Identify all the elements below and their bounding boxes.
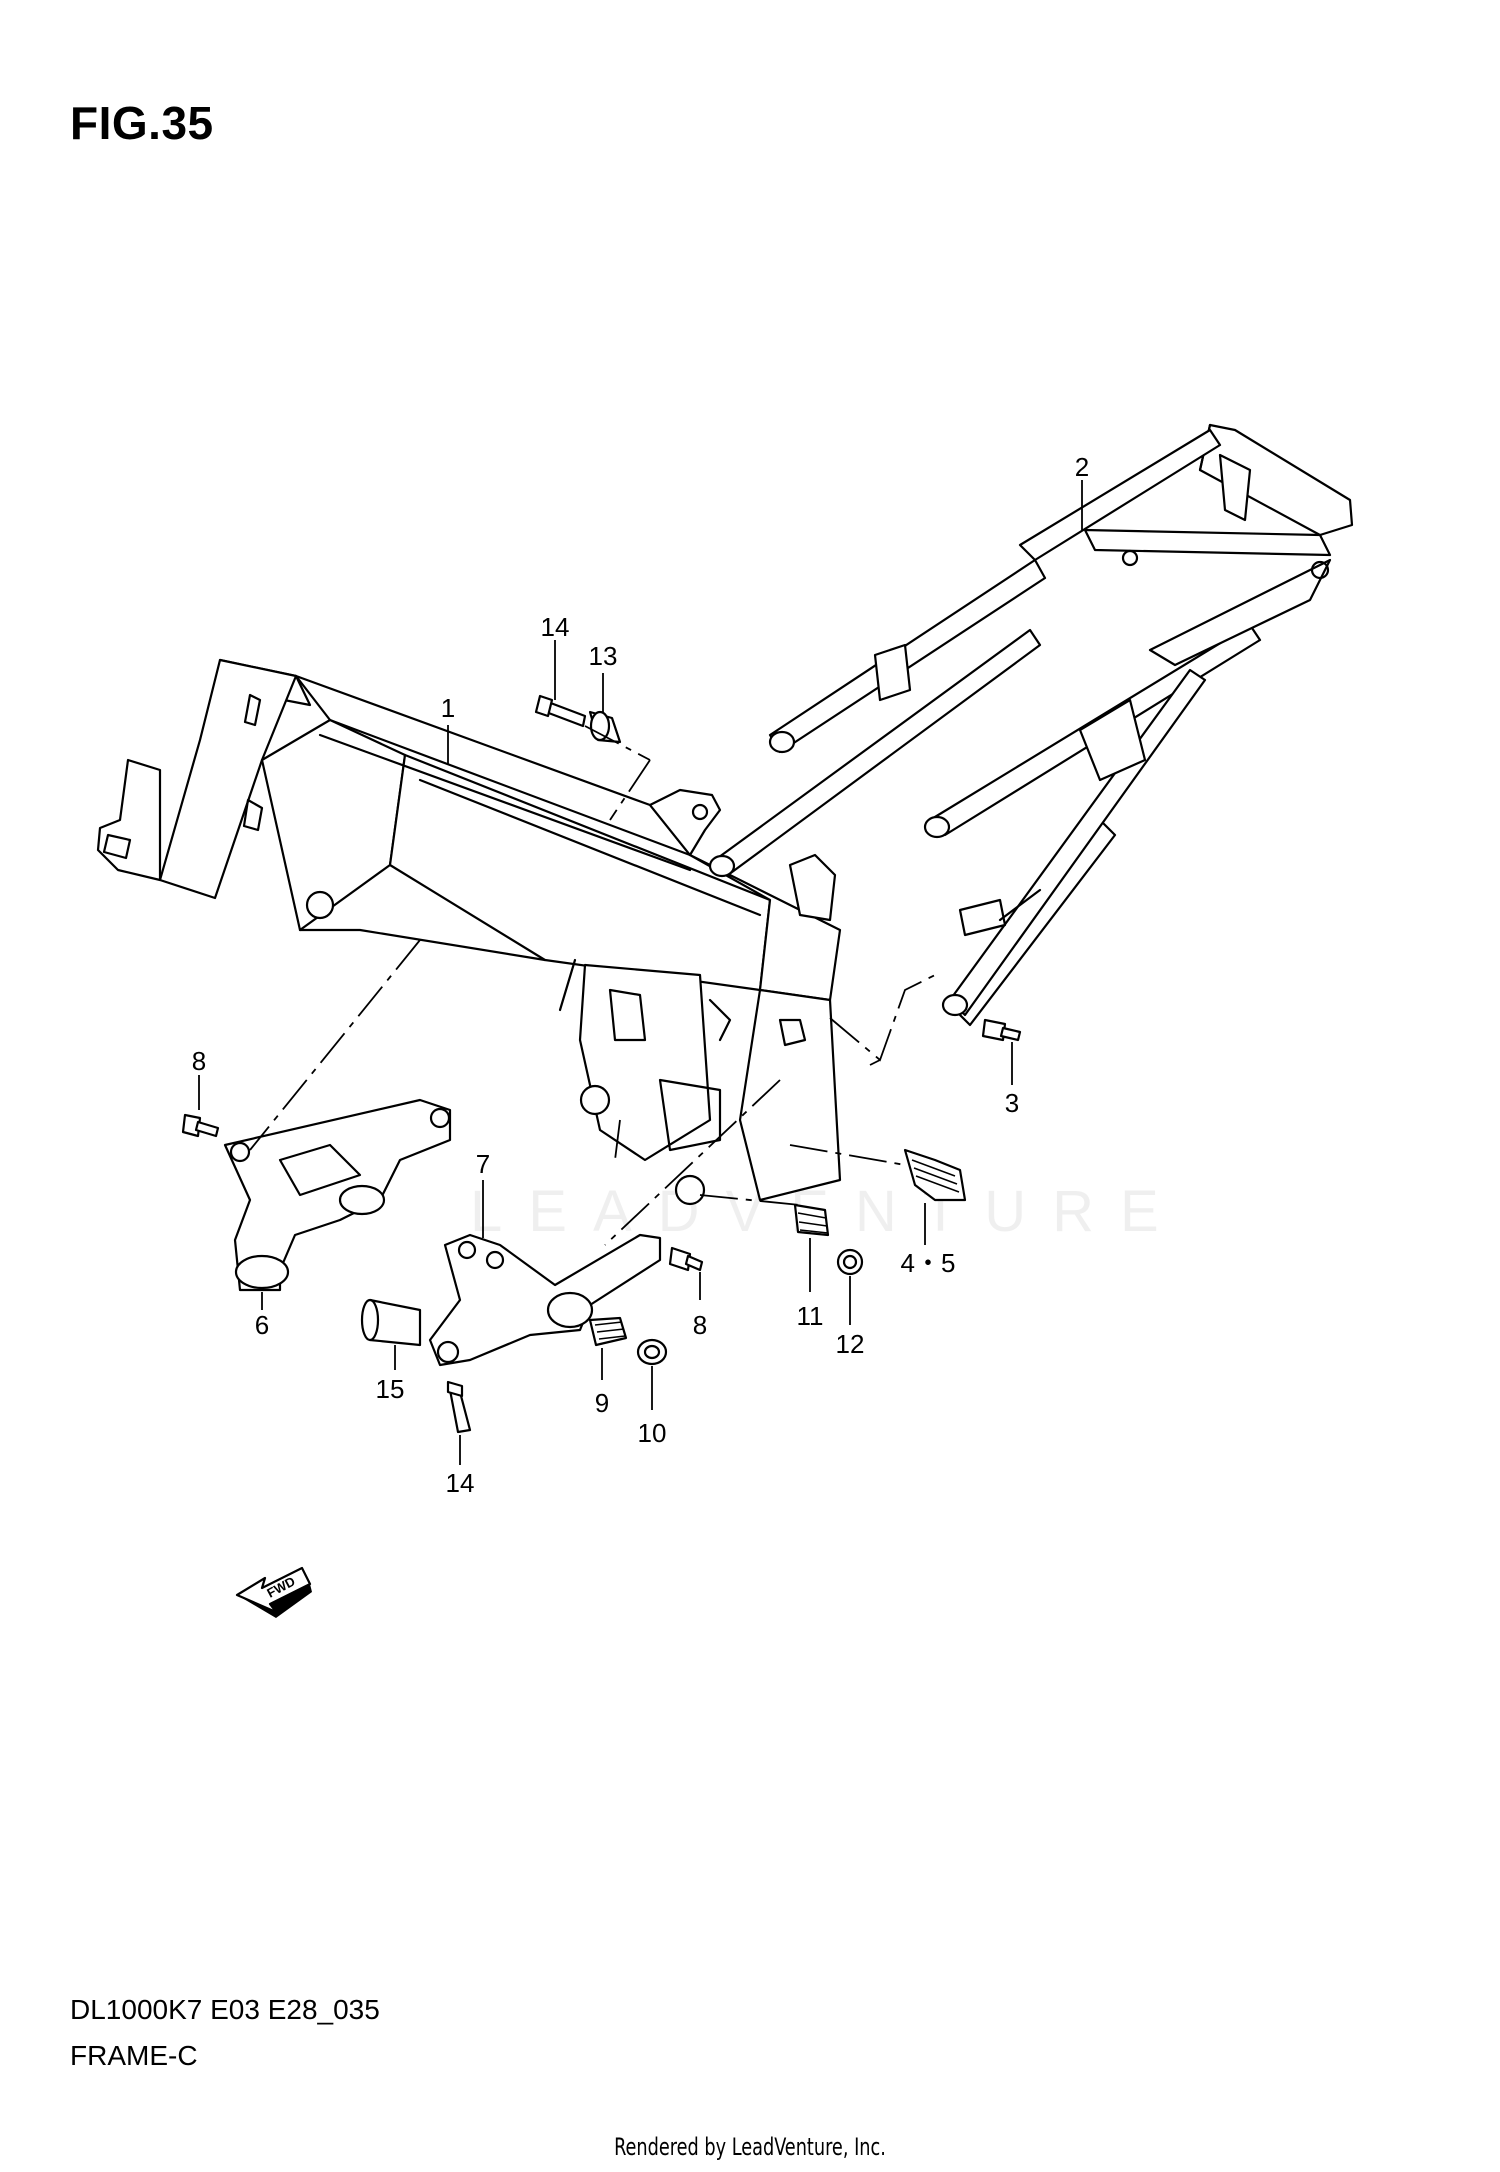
callout-14-lower: 14 [446, 1468, 475, 1498]
bolt-part-14-upper[interactable] [534, 694, 587, 728]
callout-3: 3 [1005, 1088, 1019, 1118]
bolt-part-8-right[interactable] [668, 1246, 704, 1272]
diagram-code: DL1000K7 E03 E28_035 [70, 1994, 380, 2025]
callout-9: 9 [595, 1388, 609, 1418]
clamp-part-12[interactable] [836, 1248, 864, 1276]
callout-6: 6 [255, 1310, 269, 1340]
callout-leaders [198, 480, 1083, 1465]
bolt-part-8-left[interactable] [181, 1113, 220, 1138]
callout-8-right: 8 [693, 1310, 707, 1340]
callout-2: 2 [1075, 452, 1089, 482]
main-frame-part-1[interactable] [96, 658, 842, 1206]
clamp-part-10[interactable] [636, 1338, 668, 1366]
callout-1: 1 [441, 693, 455, 723]
section-name: FRAME-C [70, 2040, 198, 2071]
callout-15: 15 [376, 1374, 405, 1404]
callout-11: 11 [797, 1301, 824, 1331]
callout-12: 12 [836, 1329, 865, 1359]
callout-7: 7 [476, 1149, 490, 1179]
footer-credit: Rendered by LeadVenture, Inc. [614, 2133, 886, 2161]
spring-part-9[interactable] [588, 1316, 628, 1347]
assembly-lines [249, 725, 936, 1246]
callout-labels: 2 1 14 13 3 4・5 8 6 7 8 9 10 11 12 15 14 [192, 452, 1089, 1498]
callout-4-5: 4・5 [901, 1248, 956, 1278]
bolt-part-3[interactable] [981, 1018, 1022, 1042]
callout-10: 10 [638, 1418, 667, 1448]
callout-14-upper: 14 [541, 612, 570, 642]
footrest-bracket-part-6[interactable] [223, 1098, 452, 1292]
bushing-part-13[interactable] [588, 710, 622, 744]
bolt-part-14-lower[interactable] [446, 1380, 472, 1434]
callout-8-left: 8 [192, 1046, 206, 1076]
footrest-bracket-part-7[interactable] [428, 1233, 662, 1367]
cap-part-4-5[interactable] [903, 1148, 967, 1202]
collar-part-15[interactable] [360, 1298, 422, 1347]
spring-part-11[interactable] [793, 1203, 830, 1237]
callout-13: 13 [589, 641, 618, 671]
fwd-arrow-icon: FWD [235, 1566, 312, 1618]
seat-rail-part-2[interactable] [708, 423, 1354, 1027]
figure-title: FIG.35 [70, 97, 214, 149]
